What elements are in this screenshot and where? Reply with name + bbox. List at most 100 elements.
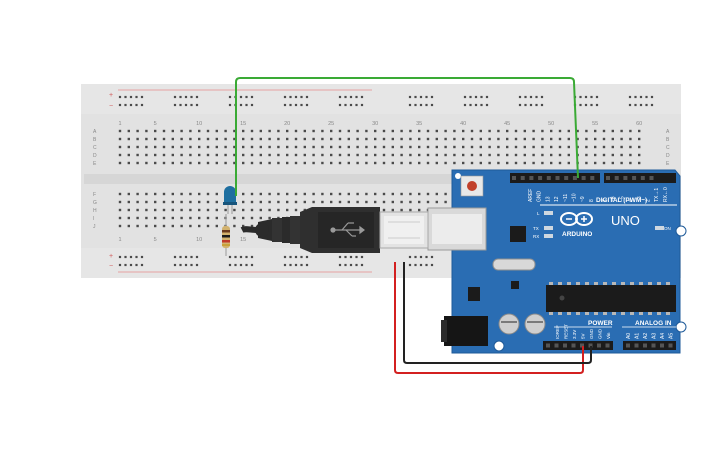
breadboard-hole [136, 161, 139, 165]
digital-pin[interactable] [649, 176, 654, 180]
wire-power-red[interactable] [394, 262, 584, 374]
chip-pin [639, 312, 643, 315]
rail-hole [228, 263, 232, 267]
digital-pin[interactable] [529, 176, 534, 180]
breadboard-hole [330, 200, 333, 204]
digital-pin-label: ~6 [611, 196, 617, 202]
power-pin-label: GND [589, 328, 594, 339]
power-pin[interactable] [554, 343, 559, 348]
resistor[interactable] [222, 214, 230, 256]
breadboard-hole [154, 200, 157, 204]
breadboard-hole [391, 200, 394, 204]
power-jack[interactable] [444, 316, 488, 346]
breadboard-hole [426, 153, 430, 157]
breadboard-hole [206, 192, 210, 196]
breadboard-hole [127, 208, 130, 212]
digital-pin-label: 2 [646, 199, 652, 202]
breadboard-hole [444, 200, 447, 204]
breadboard-hole [154, 129, 157, 133]
digital-pin[interactable] [546, 176, 551, 180]
breadboard-hole [242, 192, 245, 196]
rail-hole [289, 103, 292, 107]
breadboard-hole [242, 224, 245, 228]
digital-pin[interactable] [632, 176, 637, 180]
breadboard-hole [391, 129, 394, 133]
breadboard-hole [189, 145, 192, 149]
chip-pin [603, 282, 607, 285]
rail-hole [184, 263, 188, 267]
power-pin[interactable] [605, 343, 610, 348]
breadboard-hole [365, 153, 368, 157]
rail-hole [529, 95, 533, 99]
breadboard-hole [391, 208, 394, 212]
rail-hole [360, 263, 364, 267]
rail-hole [173, 255, 177, 259]
wire-ground-black[interactable] [403, 262, 592, 364]
digital-pin[interactable] [581, 176, 586, 180]
digital-pin[interactable] [614, 176, 619, 180]
digital-pin[interactable] [564, 176, 569, 180]
rail-hole [355, 103, 358, 107]
breadboard-hole [611, 137, 614, 141]
mount-hole-3 [493, 340, 505, 352]
power-pin[interactable] [571, 343, 576, 348]
wire-signal-green[interactable] [235, 77, 579, 196]
breadboard-hole [171, 161, 174, 165]
breadboard-hole [286, 161, 289, 165]
usb-cable[interactable] [240, 207, 429, 253]
digital-pin[interactable] [606, 176, 610, 180]
breadboard-hole [250, 224, 254, 228]
breadboard-hole [154, 208, 157, 212]
analog-pin-label: A1 [635, 333, 641, 339]
digital-pin[interactable] [590, 176, 595, 180]
breadboard-hole [558, 153, 562, 157]
digital-pin[interactable] [512, 176, 516, 180]
breadboard-hole [541, 129, 544, 133]
led[interactable] [223, 186, 237, 214]
digital-pin[interactable] [572, 176, 577, 180]
breadboard-hole [136, 145, 139, 149]
digital-pin[interactable] [520, 176, 525, 180]
rail-hole [179, 103, 182, 107]
microcontroller-chip [546, 285, 676, 312]
digital-pin[interactable] [555, 176, 560, 180]
breadboard-hole [303, 145, 306, 149]
breadboard-hole [268, 145, 271, 149]
digital-pin[interactable] [640, 176, 645, 180]
breadboard-hole [567, 161, 570, 165]
breadboard-hole [382, 129, 386, 133]
power-pin[interactable] [597, 343, 601, 348]
analog-pin[interactable] [643, 343, 647, 348]
breadboard-hole [268, 216, 271, 220]
analog-pin[interactable] [660, 343, 664, 348]
power-pin[interactable] [546, 343, 550, 348]
row-letter: A [666, 129, 670, 135]
breadboard-hole [277, 153, 280, 157]
breadboard-hole [382, 192, 386, 196]
column-number-top: 15 [240, 121, 246, 127]
power-pin[interactable] [588, 343, 593, 348]
analog-pin[interactable] [651, 343, 656, 348]
rail-hole [430, 255, 434, 259]
breadboard-hole [479, 145, 482, 149]
wires[interactable] [235, 77, 592, 374]
breadboard-hole [242, 208, 245, 212]
breadboard-hole [303, 137, 306, 141]
analog-pin[interactable] [668, 343, 673, 348]
breadboard-hole [479, 161, 482, 165]
breadboard-hole [171, 200, 174, 204]
breadboard-hole [435, 129, 438, 133]
breadboard-hole [602, 137, 606, 141]
digital-pin[interactable] [538, 176, 543, 180]
reset-button-cap[interactable] [467, 181, 477, 191]
analog-pin[interactable] [634, 343, 639, 348]
digital-pin[interactable] [623, 176, 628, 180]
analog-pin[interactable] [626, 343, 630, 348]
digital-pin-label: ~3 [637, 196, 643, 202]
power-pin[interactable] [580, 343, 584, 348]
rail-hole [283, 95, 287, 99]
rail-hole [250, 95, 254, 99]
power-pin[interactable] [563, 343, 567, 348]
breadboard-hole [330, 153, 333, 157]
